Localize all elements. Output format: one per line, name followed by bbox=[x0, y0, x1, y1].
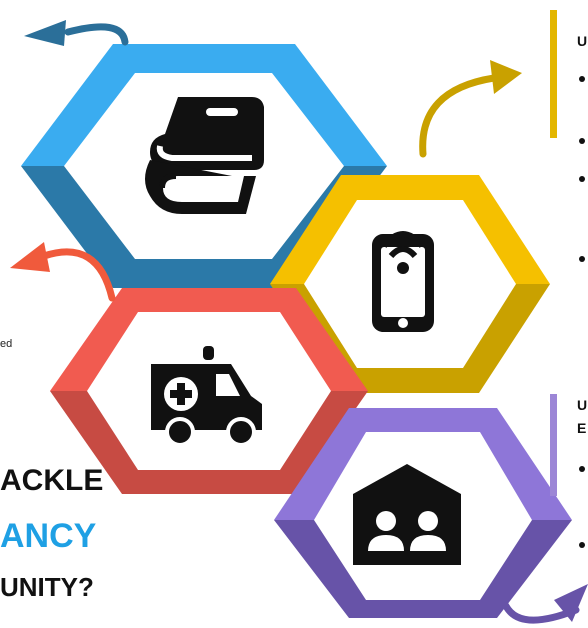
bullet-dot bbox=[579, 256, 585, 262]
ambulance-icon bbox=[151, 346, 262, 447]
purple-arrow-icon bbox=[502, 584, 588, 624]
bullet-dot bbox=[579, 138, 585, 144]
bullet-dot bbox=[579, 76, 585, 82]
bullet-dot bbox=[579, 466, 585, 472]
right-lead-text-1: U bbox=[577, 33, 588, 49]
left-text-fragment: ed bbox=[0, 338, 13, 350]
books-icon bbox=[145, 97, 264, 214]
right-lead-text-2: U bbox=[577, 397, 588, 413]
gold-arrow-icon bbox=[419, 60, 522, 158]
purple-accent-bar bbox=[550, 394, 557, 496]
community-house-icon bbox=[353, 464, 461, 565]
question-line-3: UNITY? bbox=[0, 572, 94, 602]
question-line-2: ANCY bbox=[0, 517, 97, 555]
gold-accent-bar bbox=[550, 10, 557, 138]
right-lead-text-3: E bbox=[577, 420, 587, 436]
bullet-dot bbox=[579, 542, 585, 548]
red-arrow-icon bbox=[10, 242, 116, 302]
phone-wifi-icon bbox=[372, 231, 434, 332]
question-line-1: ACKLE bbox=[0, 464, 104, 497]
blue-arrow-icon bbox=[24, 20, 129, 46]
bullet-dot bbox=[579, 176, 585, 182]
